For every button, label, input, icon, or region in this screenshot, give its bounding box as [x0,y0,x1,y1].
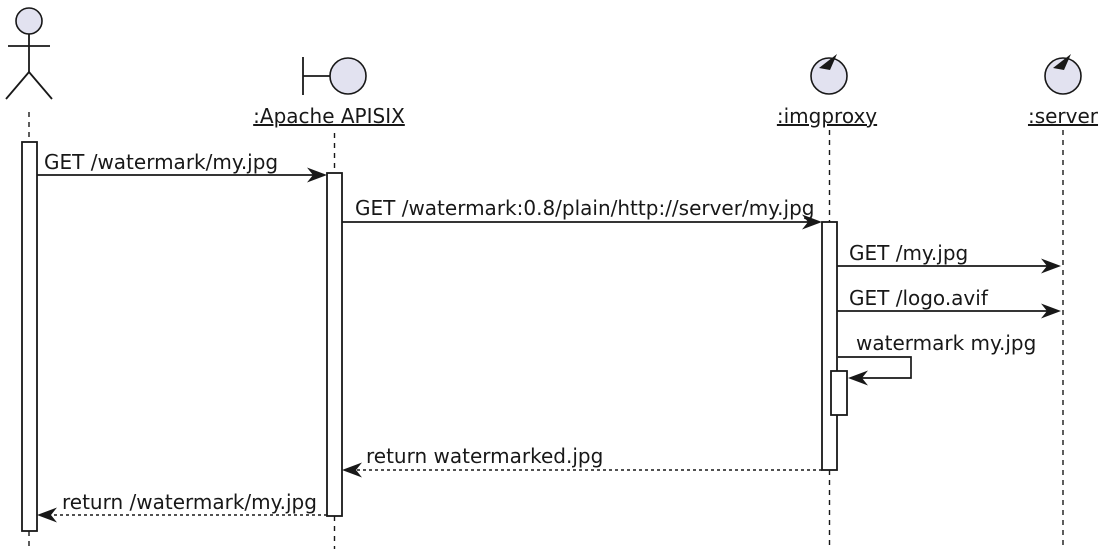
message-get-logo-avif: GET /logo.avif [837,286,1061,319]
arrowhead-left-icon [37,507,57,523]
message-label: GET /my.jpg [849,241,968,265]
activation-user [21,141,38,532]
participant-label-server: :server [1028,104,1099,128]
message-label: return watermarked.jpg [366,444,603,468]
participant-label-imgproxy: :imgproxy [777,104,877,128]
message-return-watermark-my-jpg: return /watermark/my.jpg [37,490,327,523]
message-get-my-jpg: GET /my.jpg [837,241,1061,274]
arrowhead-right-icon [1041,258,1061,274]
message-label: return /watermark/my.jpg [62,490,317,514]
actor-icon [5,7,53,100]
arrowhead-right-icon [1041,303,1061,319]
message-label: GET /watermark/my.jpg [44,150,278,174]
message-label: GET /logo.avif [849,286,989,310]
message-label: watermark my.jpg [856,331,1036,355]
participant-label-apisix: :Apache APISIX [253,104,405,128]
activation-imgproxy-nested [830,370,848,416]
message-return-watermarked-jpg: return watermarked.jpg [342,444,822,478]
boundary-icon [302,57,367,95]
control-icon-imgproxy [810,54,848,95]
message-watermark-self: watermark my.jpg [830,331,1036,416]
activation-apisix [326,172,343,517]
arrowhead-left-icon [342,462,362,478]
arrowhead-right-icon [307,167,327,183]
message-get-watermark-plain-url: GET /watermark:0.8/plain/http://server/m… [342,196,822,230]
arrowhead-left-icon [848,370,868,386]
message-get-watermark-my-jpg: GET /watermark/my.jpg [37,150,327,183]
message-label: GET /watermark:0.8/plain/http://server/m… [355,196,814,220]
arrowhead-right-icon [802,214,822,230]
activation-imgproxy [821,221,838,471]
control-icon-server [1044,54,1082,95]
